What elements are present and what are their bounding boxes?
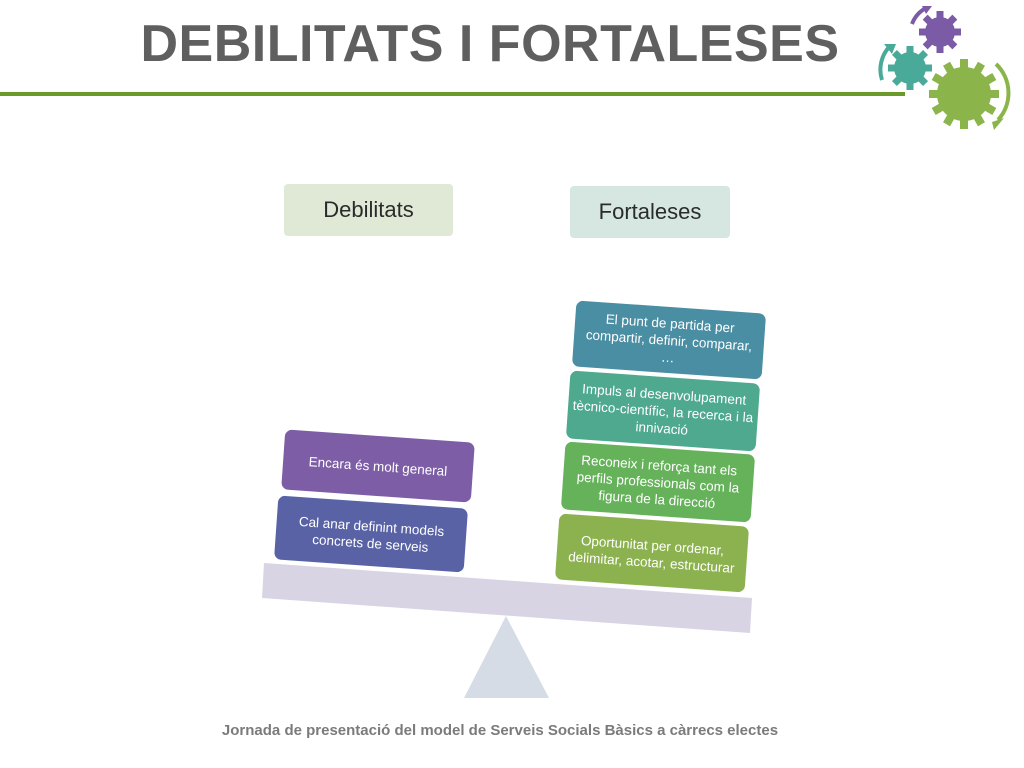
strengths-header: Fortaleses <box>570 186 730 238</box>
scale-beam <box>262 563 752 633</box>
strength-item: Oportunitat per ordenar, delimitar, acot… <box>555 513 749 593</box>
scale-fulcrum <box>464 616 549 698</box>
strength-item: Reconeix i reforça tant els perfils prof… <box>561 441 755 523</box>
strength-item: El punt de partida per compartir, defini… <box>572 300 766 380</box>
purple-gear-icon <box>919 11 961 53</box>
title-underline <box>0 92 905 96</box>
teal-gear-icon <box>888 46 932 90</box>
weakness-item: Encara és molt general <box>281 429 475 503</box>
slide-footer: Jornada de presentació del model de Serv… <box>221 722 779 739</box>
weakness-item: Cal anar definint models concrets de ser… <box>274 495 468 573</box>
strength-item: Impuls al desenvolupament tècnico-cientí… <box>566 370 760 452</box>
slide-title: DEBILITATS I FORTALESES <box>140 15 840 73</box>
strength-item-text: innivació <box>635 419 688 438</box>
gears-icon <box>878 6 1011 130</box>
strength-item-text: … <box>661 350 676 366</box>
weaknesses-header: Debilitats <box>284 184 453 236</box>
green-gear-icon <box>929 59 999 129</box>
green-arrow-icon <box>994 62 1011 122</box>
